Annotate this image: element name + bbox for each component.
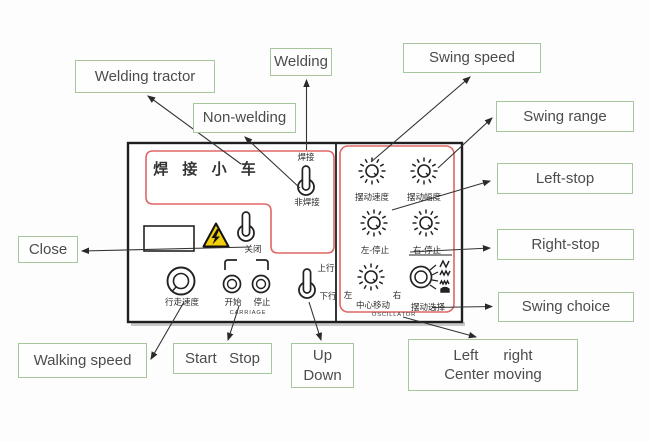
arrow-left-stop xyxy=(391,179,492,211)
callout-swing-range: Swing range xyxy=(496,101,634,132)
waveform-icon-4 xyxy=(440,286,450,293)
callout-center-moving: Left right Center moving xyxy=(408,339,578,391)
arrow-walking-speed xyxy=(150,301,185,360)
start-button-icon xyxy=(222,274,242,294)
arrow-swing-choice xyxy=(431,303,494,310)
callout-close: Close xyxy=(18,236,78,263)
close-label-cn: 关闭 xyxy=(244,244,261,254)
left-label-cn: 左 xyxy=(344,290,353,300)
arrow-right-stop xyxy=(409,245,492,253)
callout-walking-speed: Walking speed xyxy=(18,343,147,378)
swing-range-label-cn: 摆动幅度 xyxy=(407,192,442,202)
walking-speed-knob xyxy=(166,266,196,296)
carriage-label: CARRIAGE xyxy=(230,310,267,316)
panel-shadow xyxy=(131,322,465,326)
non-welding-label-cn: 非焊接 xyxy=(294,197,320,207)
right-stop-label-cn: 右-停止 xyxy=(413,245,442,255)
callout-welding: Welding xyxy=(270,48,332,76)
arrow-swing-speed xyxy=(370,76,471,163)
oscillator-label: OSCILLATOR xyxy=(372,312,416,318)
panel-title: 焊 接 小 车 xyxy=(153,160,261,178)
stop-button-icon xyxy=(251,274,271,294)
up-label-cn: 上行 xyxy=(317,263,335,273)
down-label-cn: 下行 xyxy=(319,291,337,301)
callout-right-stop: Right-stop xyxy=(497,229,634,260)
swing-choice-knob xyxy=(409,264,439,290)
start-button-bracket xyxy=(224,259,237,270)
right-label-cn: 右 xyxy=(393,290,402,300)
arrow-center-moving xyxy=(402,316,478,339)
callout-left-stop: Left-stop xyxy=(497,163,633,194)
callout-up-down: Up Down xyxy=(291,343,354,388)
arrow-non-welding xyxy=(244,136,301,189)
welding-label-cn: 焊接 xyxy=(297,152,315,162)
left-section-red-outline xyxy=(145,150,335,254)
high-voltage-warning-icon xyxy=(202,222,230,248)
waveform-icon-3 xyxy=(439,279,450,286)
nameplate-rect xyxy=(143,225,195,252)
stop-button-bracket xyxy=(256,259,269,270)
callout-start-stop: Start Stop xyxy=(173,343,272,374)
arrow-start-stop xyxy=(227,305,240,342)
arrow-swing-range xyxy=(437,117,493,169)
callout-welding-tractor: Welding tractor xyxy=(75,60,215,93)
center-moving-label-cn: 中心移动 xyxy=(356,300,391,310)
panel-outer-border xyxy=(126,141,464,324)
callout-non-welding: Non-welding xyxy=(193,103,296,133)
callout-swing-speed: Swing speed xyxy=(403,43,541,73)
oscillator-section-red-outline xyxy=(339,145,455,313)
walking-speed-label-cn: 行走速度 xyxy=(165,297,200,307)
stop-label-cn: 停止 xyxy=(253,297,271,307)
start-label-cn: 开始 xyxy=(224,297,242,307)
arrow-close xyxy=(80,246,251,255)
arrow-up-down xyxy=(308,301,322,342)
swing-choice-label-cn: 摆动选择 xyxy=(411,302,446,312)
swing-speed-label-cn: 摆动速度 xyxy=(355,192,390,202)
left-stop-label-cn: 左-停止 xyxy=(361,245,390,255)
waveform-icon-1 xyxy=(439,259,450,269)
waveform-icon-2 xyxy=(439,269,451,277)
callout-swing-choice: Swing choice xyxy=(498,292,634,322)
